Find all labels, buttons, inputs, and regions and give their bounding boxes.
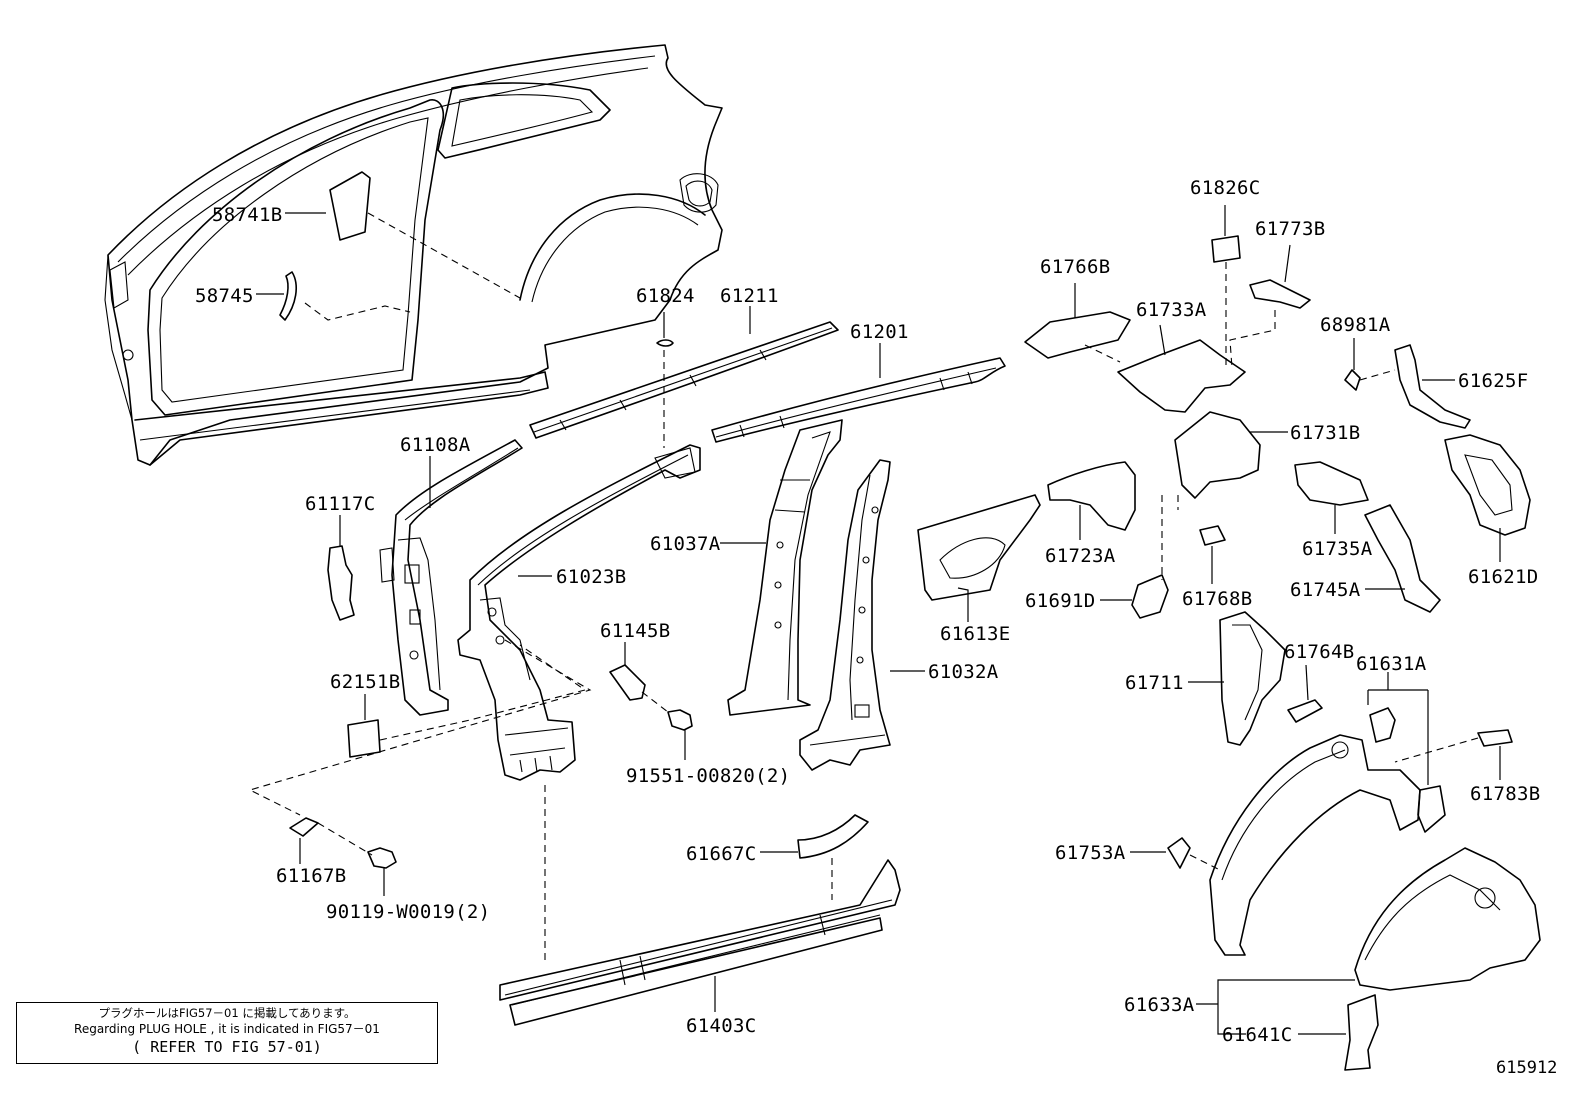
part-61167B-shape [289, 817, 319, 837]
label-62151B: 62151B [330, 671, 400, 693]
label-61764B: 61764B [1284, 641, 1354, 663]
rocker-61403C [499, 859, 901, 1026]
part-58741B-shape [329, 171, 371, 241]
part-61826C-shape [1211, 235, 1241, 263]
part-61691D-shape [1131, 574, 1169, 619]
label-61167B: 61167B [276, 865, 346, 887]
part-61764B-shape [1287, 699, 1323, 723]
part-61667C-shape [797, 814, 869, 859]
front-pillar-61108A [379, 439, 523, 716]
label-61766B: 61766B [1040, 256, 1110, 278]
part-61733A-shape [1117, 339, 1246, 413]
part-61625F-shape [1394, 344, 1471, 429]
label-61824: 61824 [636, 285, 695, 307]
part-61723A-shape [1047, 461, 1136, 531]
plug-61824 [656, 339, 674, 347]
part-58745-shape [279, 271, 297, 321]
label-61201: 61201 [850, 321, 909, 343]
pillar-panel-61023B [457, 444, 701, 781]
label-61783B: 61783B [1470, 783, 1540, 805]
label-61735A: 61735A [1302, 538, 1373, 560]
note-refer-fig: ( REFER TO FIG 57-01) [132, 1038, 322, 1056]
label-61621D: 61621D [1468, 566, 1538, 588]
label-61768B: 61768B [1182, 588, 1252, 610]
part-61731B-shape [1174, 411, 1261, 499]
label-61711: 61711 [1125, 672, 1184, 694]
wheelhouse-61633A [1209, 734, 1421, 956]
part-61613E-shape [917, 494, 1041, 601]
part-61621D-shape [1444, 434, 1531, 536]
bolt-91551-shape [667, 709, 693, 731]
label-58741B: 58741B [212, 204, 282, 226]
label-61032A: 61032A [928, 661, 999, 683]
label-61037A: 61037A [650, 533, 721, 555]
part-62151B-shape [347, 719, 381, 758]
part-labels: 58741B 58745 61824 61211 61201 61108A 61… [195, 177, 1540, 1046]
label-61631A: 61631A [1356, 653, 1427, 675]
label-61773B: 61773B [1255, 218, 1325, 240]
part-61773B-shape [1249, 279, 1311, 309]
label-61613E: 61613E [940, 623, 1010, 645]
label-90119-W0019: 90119-W0019(2) [326, 901, 490, 923]
label-61641C: 61641C [1222, 1024, 1292, 1046]
part-61145B-shape [609, 664, 646, 701]
center-pillar-61032A [799, 459, 891, 771]
clip-68981A-shape [1344, 369, 1361, 391]
label-61691D: 61691D [1025, 590, 1095, 612]
label-58745: 58745 [195, 285, 254, 307]
label-61403C: 61403C [686, 1015, 756, 1037]
label-68981A: 68981A [1320, 314, 1391, 336]
label-61625F: 61625F [1458, 370, 1528, 392]
label-61108A: 61108A [400, 434, 471, 456]
part-61783B-shape [1477, 729, 1513, 747]
plug-hole-note: プラグホールはFIG57－01 に掲載してあります。 Regarding PLU… [16, 1002, 438, 1064]
part-61711-shape [1219, 611, 1286, 746]
bolt-90119-shape [367, 847, 397, 869]
label-61723A: 61723A [1045, 545, 1116, 567]
roof-side-rail-61211 [529, 321, 839, 439]
note-line-english: Regarding PLUG HOLE , it is indicated in… [74, 1022, 380, 1036]
label-61733A: 61733A [1136, 299, 1207, 321]
part-61735A-shape [1294, 461, 1369, 506]
label-61023B: 61023B [556, 566, 626, 588]
note-line-japanese: プラグホールはFIG57－01 に掲載してあります。 [98, 1006, 356, 1020]
label-61826C: 61826C [1190, 177, 1260, 199]
part-61631A-shape [1369, 707, 1396, 743]
roof-side-rail-61201 [711, 357, 1006, 443]
center-pillar-61037A [727, 419, 843, 716]
label-61145B: 61145B [600, 620, 670, 642]
part-61631A-bracket-shape [1417, 785, 1446, 833]
label-61117C: 61117C [305, 493, 375, 515]
wheelhouse-outer-61633A [1354, 847, 1541, 991]
body-side-outer-panel [104, 44, 723, 466]
part-61745A-shape [1364, 504, 1441, 613]
part-61768B-shape [1199, 525, 1226, 546]
label-61667C: 61667C [686, 843, 756, 865]
label-61745A: 61745A [1290, 579, 1361, 601]
label-61211: 61211 [720, 285, 779, 307]
label-61731B: 61731B [1290, 422, 1360, 444]
label-91551-00820: 91551-00820(2) [626, 765, 790, 787]
part-61766B-shape [1024, 311, 1131, 359]
figure-id: 615912 [1496, 1058, 1558, 1078]
part-61641C-shape [1344, 994, 1379, 1071]
part-61753A-shape [1167, 837, 1191, 869]
part-61117C-shape [327, 545, 355, 621]
label-61633A: 61633A [1124, 994, 1195, 1016]
label-61753A: 61753A [1055, 842, 1126, 864]
